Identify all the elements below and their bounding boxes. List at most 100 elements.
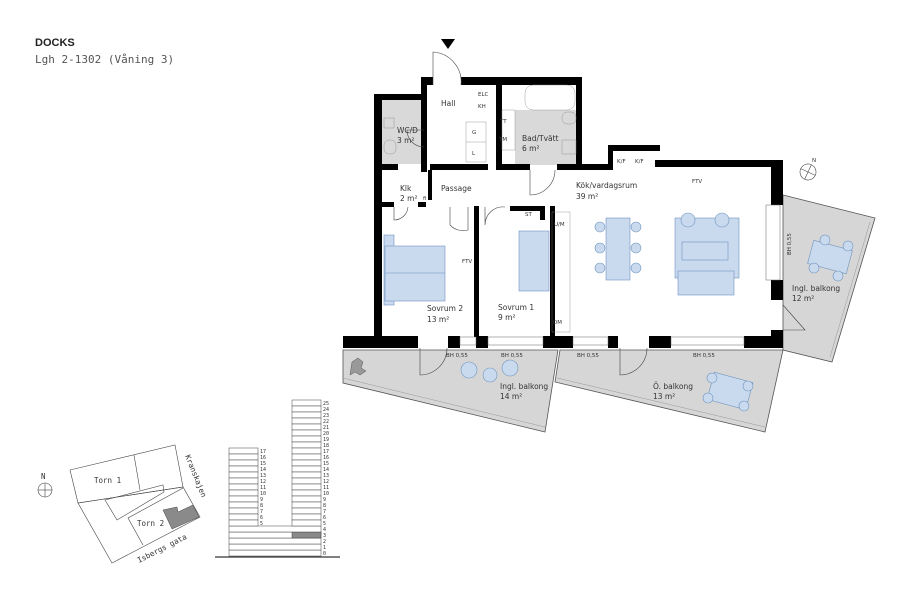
apartment-subtitle: Lgh 2-1302 (Våning 3) xyxy=(35,53,175,66)
floor-number: 16 xyxy=(260,455,266,461)
sofa xyxy=(677,270,735,296)
floor-number: 9 xyxy=(323,497,326,503)
room-area: 3 m² xyxy=(397,136,414,145)
floor-number: 3 xyxy=(323,533,326,539)
bh-label: BH 0,55 xyxy=(446,353,468,359)
room-area: 2 m² xyxy=(400,194,417,203)
room-area: 13 m² xyxy=(427,315,449,324)
floor-number: 18 xyxy=(323,443,329,449)
floor-band xyxy=(291,483,322,491)
floor-number: 17 xyxy=(260,449,266,455)
site-north-compass-icon xyxy=(37,482,53,498)
bh-label: BH 0,55 xyxy=(577,353,599,359)
windows xyxy=(459,204,781,346)
floor-number: 10 xyxy=(323,491,329,497)
floor-band xyxy=(228,459,259,467)
floor-band xyxy=(291,411,322,419)
floor-number: 4 xyxy=(323,527,326,533)
floor-number: 17 xyxy=(323,449,329,455)
room-name: Kök/vardagsrum xyxy=(576,181,637,190)
floor-number: 10 xyxy=(260,491,266,497)
floor-number: 13 xyxy=(260,473,266,479)
floor-number: 22 xyxy=(323,419,329,425)
balcony-east xyxy=(782,194,876,363)
floor-number: 13 xyxy=(323,473,329,479)
floor-band xyxy=(291,495,322,503)
floor-number: 7 xyxy=(260,509,263,515)
floor-band xyxy=(291,489,322,497)
floor-band xyxy=(291,453,322,461)
project-title: DOCKS xyxy=(35,37,75,49)
room-name: Bad/Tvätt xyxy=(522,134,559,143)
site-plan xyxy=(69,444,201,564)
fixtures xyxy=(383,84,577,333)
floor-band xyxy=(291,405,322,413)
walls xyxy=(343,77,783,348)
floor-band xyxy=(291,441,322,449)
kh-label: KH xyxy=(478,104,486,110)
plant-icon xyxy=(349,357,367,376)
floor-number: 15 xyxy=(260,461,266,467)
floor-number: 11 xyxy=(323,485,329,491)
floor-band xyxy=(228,465,259,473)
double-bed xyxy=(384,245,446,302)
balcony-table-east xyxy=(807,239,853,275)
balcony-southwest xyxy=(342,349,559,433)
floor-number: 14 xyxy=(260,467,266,473)
floor-band xyxy=(291,507,322,515)
tower2-label: Torn 2 xyxy=(137,519,164,528)
floor-band xyxy=(228,489,259,497)
room-name: Ingl. balkong xyxy=(792,284,840,293)
elc-label: ELC xyxy=(478,92,489,98)
floor-band xyxy=(291,513,322,521)
room-area: 6 m² xyxy=(522,144,539,153)
bh-label: BH 0,55 xyxy=(501,353,523,359)
room-name: Hall xyxy=(441,99,455,108)
bath-floor xyxy=(515,110,578,165)
floor-band xyxy=(291,519,322,527)
ftv-label-kitchen: FTV xyxy=(692,179,702,185)
floor-band xyxy=(228,549,322,557)
floor-number: 14 xyxy=(323,467,329,473)
entry-arrow-icon xyxy=(441,39,455,49)
doors xyxy=(393,51,806,376)
l-label: L xyxy=(472,151,476,157)
um-label: U/M xyxy=(554,222,565,228)
floor-band xyxy=(291,429,322,437)
tm-label: TM xyxy=(498,137,507,143)
north-label: N xyxy=(812,158,816,164)
floor-band xyxy=(291,447,322,455)
coffee-table xyxy=(681,241,729,261)
bh-label: BH 0,55 xyxy=(693,353,715,359)
floor-band xyxy=(291,399,322,407)
floor-number: 21 xyxy=(323,425,329,431)
floor-number: 8 xyxy=(260,503,263,509)
balcony-table xyxy=(706,371,754,411)
floor-band xyxy=(228,471,259,479)
floor-number: 7 xyxy=(323,509,326,515)
kf1-label: K/F xyxy=(617,159,626,165)
dm-label: DM xyxy=(553,320,562,326)
building-elevation: 2524232221201918171615141312111098765432… xyxy=(215,399,340,558)
floor-band xyxy=(291,471,322,479)
floor-band xyxy=(228,447,259,455)
dining-table xyxy=(605,217,631,281)
floor-number: 0 xyxy=(323,551,326,557)
g-label: G xyxy=(472,130,476,136)
furniture xyxy=(349,212,854,412)
floor-number: 12 xyxy=(260,479,266,485)
floor-band xyxy=(291,459,322,467)
floor-band xyxy=(228,519,259,527)
room-name: Ö. balkong xyxy=(653,382,693,391)
floor-band xyxy=(228,501,259,509)
room-area: 39 m² xyxy=(576,192,598,201)
room-name: WC/D xyxy=(397,126,418,135)
room-name: Ingl. balkong xyxy=(500,382,548,391)
kf2-label: K/F xyxy=(635,159,644,165)
floor-band xyxy=(228,453,259,461)
floor-number: 15 xyxy=(323,461,329,467)
st-label: ST xyxy=(525,212,532,218)
floor-band xyxy=(228,525,322,533)
floor-number: 20 xyxy=(323,431,329,437)
